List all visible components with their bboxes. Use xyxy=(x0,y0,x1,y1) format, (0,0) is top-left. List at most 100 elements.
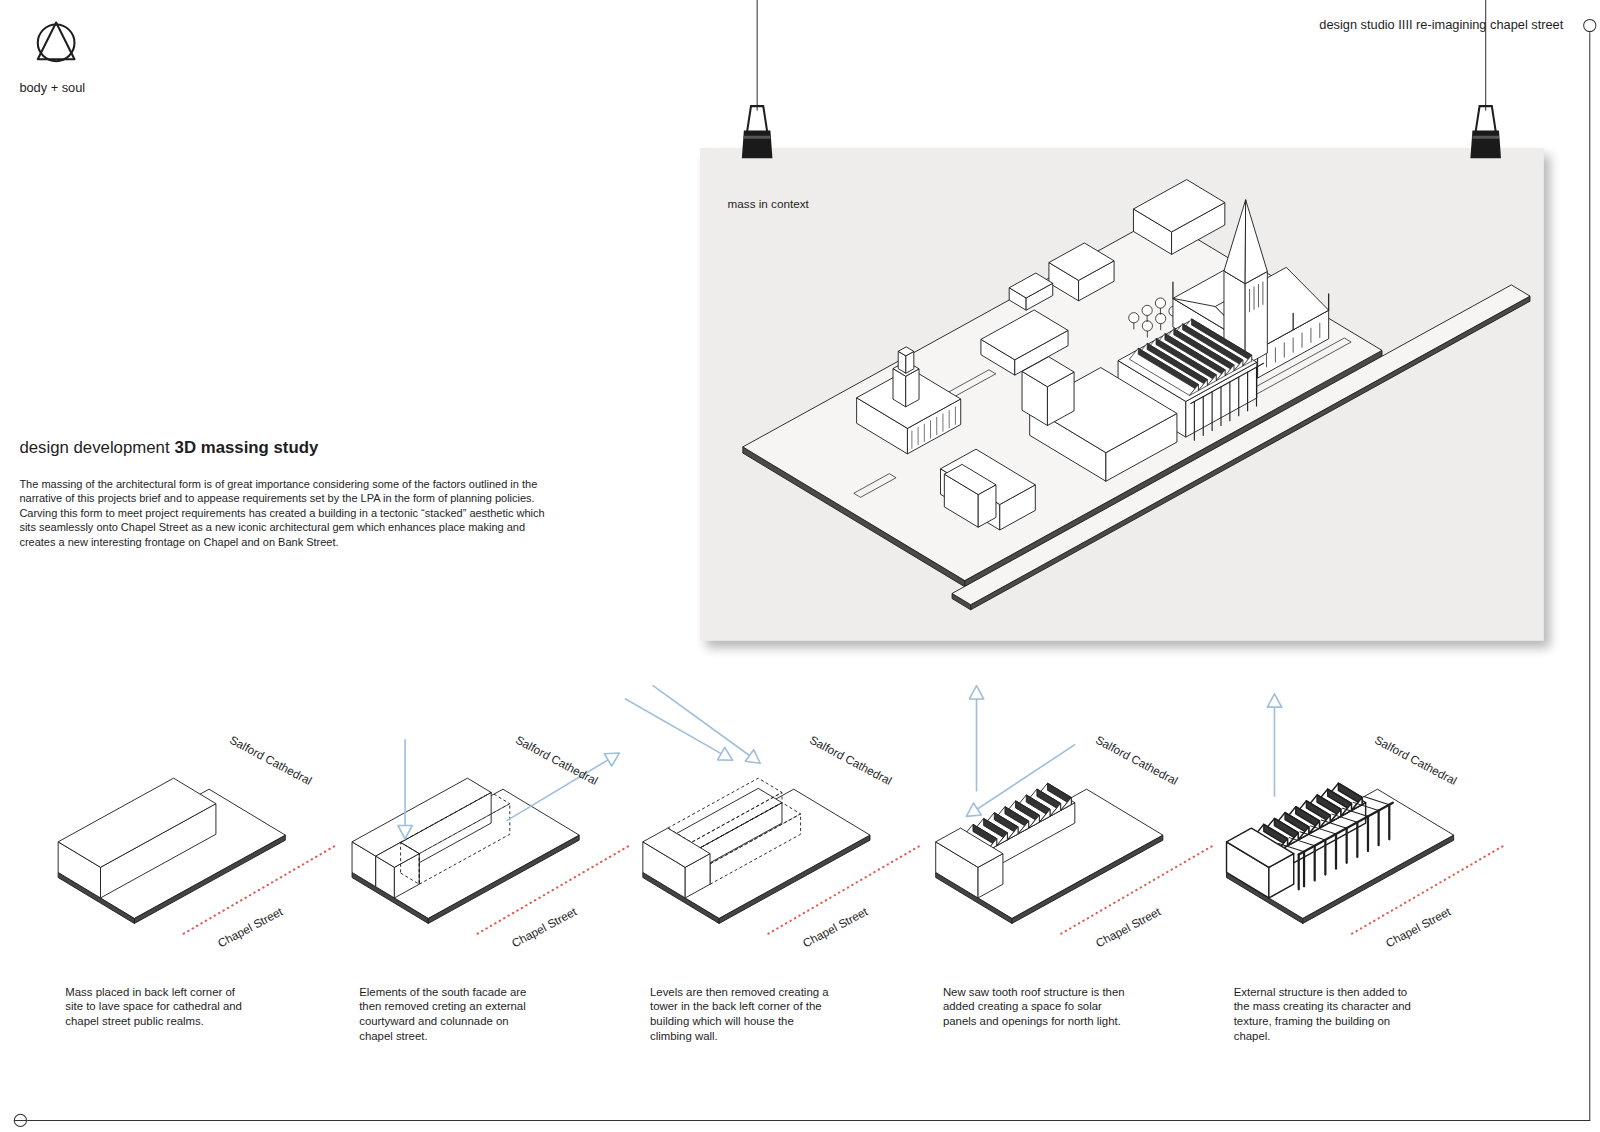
external-frame xyxy=(1367,816,1369,851)
removed-volume xyxy=(710,814,801,884)
cathedral-label: Salford Cathedral xyxy=(1373,733,1459,787)
step-caption: Levels are then removed creating a tower… xyxy=(650,985,836,1044)
tree-trunk xyxy=(1147,316,1148,322)
town-hall-column xyxy=(936,417,937,434)
arrow-head xyxy=(398,826,412,839)
direction-arrow xyxy=(507,760,608,821)
removed-volume xyxy=(401,842,420,884)
external-frame xyxy=(1314,846,1316,881)
tree-trunk xyxy=(1160,308,1161,314)
external-frame xyxy=(1346,828,1348,863)
site-slab xyxy=(936,789,1163,918)
external-frame xyxy=(1321,820,1346,828)
removed-volume xyxy=(401,792,510,853)
site-slab xyxy=(643,789,870,918)
context-building xyxy=(1009,273,1053,298)
context-building xyxy=(981,310,1068,360)
sawtooth-roof xyxy=(1234,360,1243,371)
massing-step xyxy=(1227,783,1506,933)
direction-arrow xyxy=(976,699,978,791)
sawtooth-roof xyxy=(1007,827,1018,840)
cathedral-window xyxy=(1293,338,1294,352)
town-hall-column xyxy=(924,424,925,441)
sawtooth-roof xyxy=(1039,809,1050,822)
context-building xyxy=(1022,357,1074,387)
step-caption: External structure is then added to the … xyxy=(1234,985,1420,1044)
external-frame xyxy=(1220,387,1221,426)
tower-window xyxy=(1249,289,1250,311)
frame-line xyxy=(1589,33,1590,1121)
site-base xyxy=(743,217,1382,581)
town-hall-column xyxy=(955,407,956,424)
street-label: Chapel Street xyxy=(215,904,284,949)
north-light-glazing xyxy=(1138,348,1198,390)
cathedral-window xyxy=(1319,323,1320,337)
cathedral-pinnacle xyxy=(1293,313,1294,329)
climbing-tower xyxy=(1227,828,1294,867)
cathedral-window xyxy=(1266,353,1267,367)
cathedral-window xyxy=(1310,328,1311,342)
arrow-head xyxy=(604,753,619,766)
cathedral-label: Salford Cathedral xyxy=(1093,733,1179,787)
cathedral-spire xyxy=(1224,200,1246,284)
cathedral-spire xyxy=(1245,200,1267,284)
section-heading: design development 3D massing study xyxy=(19,438,318,458)
step-caption: New saw tooth roof structure is then add… xyxy=(943,985,1129,1029)
clip-handle xyxy=(747,106,767,133)
external-frame xyxy=(1353,802,1378,810)
external-frame xyxy=(1203,397,1204,436)
tower-window xyxy=(1254,287,1255,309)
external-frame xyxy=(1377,811,1379,846)
town-hall-column xyxy=(918,428,919,445)
removed-volume xyxy=(419,804,510,885)
tree-canopy xyxy=(1155,298,1165,308)
external-frame xyxy=(1388,805,1390,840)
sawtooth-roof xyxy=(1198,380,1207,391)
binder-clip xyxy=(744,136,771,139)
poster-sheet xyxy=(700,148,1544,641)
cathedral-window xyxy=(1284,343,1285,357)
cathedral-label: Salford Cathedral xyxy=(514,733,600,787)
tree-canopy xyxy=(1142,321,1152,331)
street-label: Chapel Street xyxy=(800,904,869,949)
external-frame xyxy=(1343,808,1368,816)
sheet-title: mass in context xyxy=(728,197,809,210)
cathedral-pinnacle xyxy=(1172,282,1173,298)
arrow-head xyxy=(969,686,983,699)
logo-caption: body + soul xyxy=(19,80,85,95)
external-frame xyxy=(1212,392,1213,431)
cathedral-tower xyxy=(1245,271,1267,365)
external-frame xyxy=(1303,852,1305,887)
external-frame xyxy=(1311,826,1336,834)
step-caption: Elements of the south facade are then re… xyxy=(359,985,545,1044)
sawtooth-roof xyxy=(1029,815,1040,828)
massing-step xyxy=(58,778,337,934)
street-label: Chapel Street xyxy=(509,904,578,949)
tree-canopy xyxy=(1156,313,1166,323)
logo-triangle xyxy=(38,22,75,59)
direction-arrow xyxy=(626,699,722,754)
hanging-string xyxy=(1485,0,1486,110)
heading-text: design development xyxy=(19,438,169,458)
tree-canopy xyxy=(1142,305,1152,315)
removed-volume xyxy=(691,792,782,852)
frame-terminal xyxy=(1584,19,1596,31)
heading-emphasis: 3D massing study xyxy=(175,438,319,458)
context-model xyxy=(743,180,1530,610)
arrow-head xyxy=(1267,694,1281,707)
footpath xyxy=(854,474,896,498)
external-frame xyxy=(1335,834,1337,869)
step-caption: Mass placed in back left corner of site … xyxy=(65,985,251,1029)
direction-arrow xyxy=(977,745,1074,809)
binder-clip xyxy=(1470,131,1501,159)
removed-volume xyxy=(668,778,782,842)
logo-circle xyxy=(38,24,75,61)
direction-arrow xyxy=(404,740,406,826)
binder-clip xyxy=(1472,136,1499,139)
arrow-head xyxy=(745,750,760,764)
description-text: The massing of the architectural form is… xyxy=(19,477,555,550)
town-hall-tower xyxy=(898,347,914,356)
town-hall xyxy=(857,368,961,428)
context-building xyxy=(1133,180,1224,232)
cathedral-label: Salford Cathedral xyxy=(228,733,314,787)
